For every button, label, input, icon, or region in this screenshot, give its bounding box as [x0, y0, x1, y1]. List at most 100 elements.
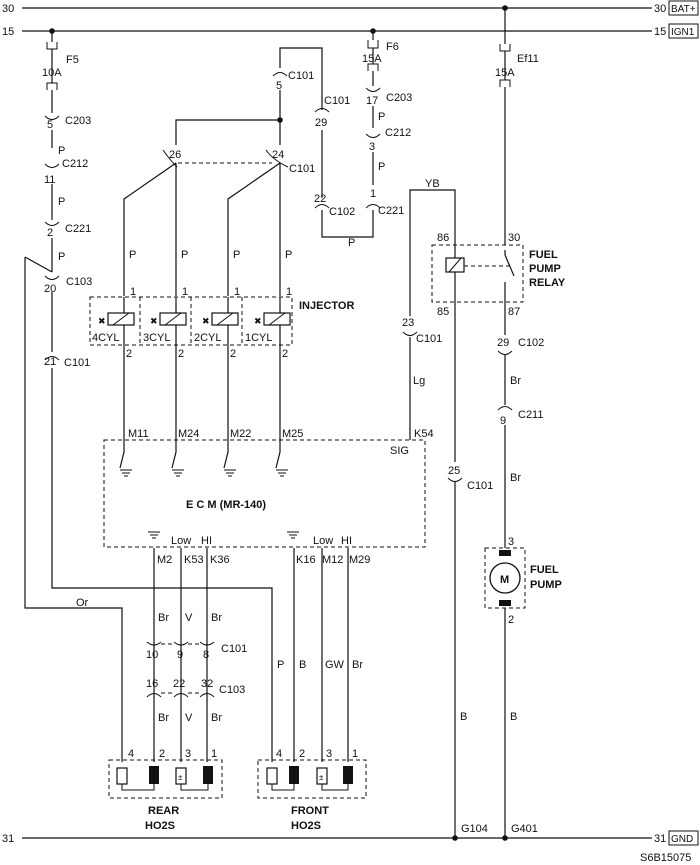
connector-c203-mid: 17 C203	[365, 87, 412, 107]
svg-text:9: 9	[500, 415, 506, 427]
svg-text:87: 87	[508, 306, 520, 318]
svg-text:2: 2	[126, 348, 132, 360]
svg-text:SIG: SIG	[390, 445, 409, 457]
svg-text:30: 30	[654, 3, 666, 15]
svg-text:B: B	[460, 711, 467, 723]
injector-block: INJECTOR 1 1 1 1	[89, 286, 354, 346]
svg-text:20: 20	[44, 283, 56, 295]
svg-text:C101: C101	[416, 333, 442, 345]
svg-text:M: M	[500, 574, 509, 586]
svg-text:HO2S: HO2S	[145, 820, 175, 832]
svg-text:2: 2	[230, 348, 236, 360]
connector-c102-relay: 29 C102	[497, 337, 544, 355]
rail-15: 15 15 IGN1	[2, 23, 699, 39]
svg-text:IGN1: IGN1	[671, 27, 695, 38]
svg-text:P: P	[58, 196, 65, 208]
svg-text:Br: Br	[211, 712, 222, 724]
fuel-pump-motor: 3 M 2 FUEL PUMP	[484, 536, 562, 626]
svg-text:5: 5	[47, 119, 53, 131]
fuel-pump-relay: 86 30 85 87 FUEL PUMP RELAY	[431, 232, 566, 318]
svg-text:P: P	[378, 161, 385, 173]
svg-text:10: 10	[146, 649, 158, 661]
svg-text:GND: GND	[671, 834, 693, 845]
svg-text:C102: C102	[518, 337, 544, 349]
svg-text:FRONT: FRONT	[291, 805, 329, 817]
svg-text:✖: ✖	[98, 316, 106, 326]
svg-text:Lg: Lg	[413, 375, 425, 387]
svg-text:Br: Br	[352, 659, 363, 671]
svg-text:F5: F5	[66, 54, 79, 66]
svg-text:30: 30	[2, 3, 14, 15]
svg-text:GW: GW	[325, 659, 345, 671]
svg-text:YB: YB	[425, 178, 440, 190]
rail-30: 30 30 BAT+	[2, 0, 699, 16]
svg-text:C203: C203	[65, 115, 91, 127]
svg-text:2: 2	[47, 227, 53, 239]
svg-text:FUEL: FUEL	[530, 564, 559, 576]
svg-text:15: 15	[654, 26, 666, 38]
connector-c212-left: 11 C212	[44, 158, 88, 186]
ecm-drivers	[119, 445, 288, 477]
svg-text:FUEL: FUEL	[529, 249, 558, 261]
svg-text:Or: Or	[76, 597, 89, 609]
svg-text:✖: ✖	[254, 316, 262, 326]
svg-text:C101: C101	[324, 95, 350, 107]
rail-31: 31 31 GND	[2, 830, 699, 846]
svg-text:Br: Br	[158, 712, 169, 724]
svg-text:4: 4	[276, 748, 282, 760]
fuse-ef11: Ef11 15A	[495, 8, 539, 87]
svg-text:Br: Br	[510, 375, 521, 387]
svg-text:22: 22	[314, 193, 326, 205]
svg-text:3CYL: 3CYL	[143, 332, 171, 344]
svg-text:M2: M2	[157, 554, 172, 566]
svg-text:22: 22	[173, 678, 185, 690]
connector-c101-relay85: 25 C101	[447, 465, 493, 492]
svg-text:1: 1	[182, 286, 188, 298]
svg-text:INJECTOR: INJECTOR	[299, 300, 354, 312]
svg-text:C212: C212	[385, 127, 411, 139]
svg-text:9: 9	[177, 649, 183, 661]
svg-text:±: ±	[178, 773, 183, 782]
svg-text:16: 16	[146, 678, 158, 690]
svg-text:C212: C212	[62, 158, 88, 170]
svg-text:15A: 15A	[362, 53, 382, 65]
connector-c101-feed: C101 5	[272, 70, 314, 92]
svg-text:26: 26	[169, 149, 181, 161]
svg-text:3: 3	[326, 748, 332, 760]
svg-text:24: 24	[272, 149, 284, 161]
svg-text:2: 2	[282, 348, 288, 360]
svg-text:15: 15	[2, 26, 14, 38]
ecm-ho2s-grounds	[148, 531, 299, 539]
connector-c101-injectors: 26 24 C101	[162, 149, 315, 175]
svg-text:1: 1	[211, 748, 217, 760]
svg-text:P: P	[277, 659, 284, 671]
svg-text:HI: HI	[201, 535, 212, 547]
svg-text:2CYL: 2CYL	[194, 332, 222, 344]
svg-text:1CYL: 1CYL	[245, 332, 273, 344]
svg-text:C211: C211	[518, 409, 543, 421]
svg-text:2: 2	[299, 748, 305, 760]
fuse-f6: F6 15A	[362, 31, 399, 71]
svg-text:B: B	[510, 711, 517, 723]
svg-text:32: 32	[201, 678, 213, 690]
svg-text:B: B	[299, 659, 306, 671]
svg-text:P: P	[181, 249, 188, 261]
svg-text:31: 31	[2, 833, 14, 845]
svg-text:Low: Low	[171, 535, 191, 547]
svg-text:M25: M25	[282, 428, 303, 440]
svg-text:F6: F6	[386, 41, 399, 53]
svg-text:4: 4	[128, 748, 134, 760]
svg-text:REAR: REAR	[148, 805, 179, 817]
svg-text:C103: C103	[219, 684, 245, 696]
svg-text:11: 11	[44, 174, 55, 186]
ground-g104: G104	[461, 823, 488, 835]
svg-text:C203: C203	[386, 92, 412, 104]
svg-text:K36: K36	[210, 554, 230, 566]
svg-text:K53: K53	[184, 554, 204, 566]
injector-outputs: 2 2 2 2	[123, 345, 288, 445]
connector-c203-left: 5 C203	[44, 115, 91, 131]
figure-id: S6B15075	[640, 852, 691, 864]
injector-4cyl: ✖ 4CYL	[92, 297, 135, 345]
front-ho2s-wiring: P B GW Br	[277, 548, 363, 762]
connector-c221-left: 2 C221	[44, 221, 91, 239]
